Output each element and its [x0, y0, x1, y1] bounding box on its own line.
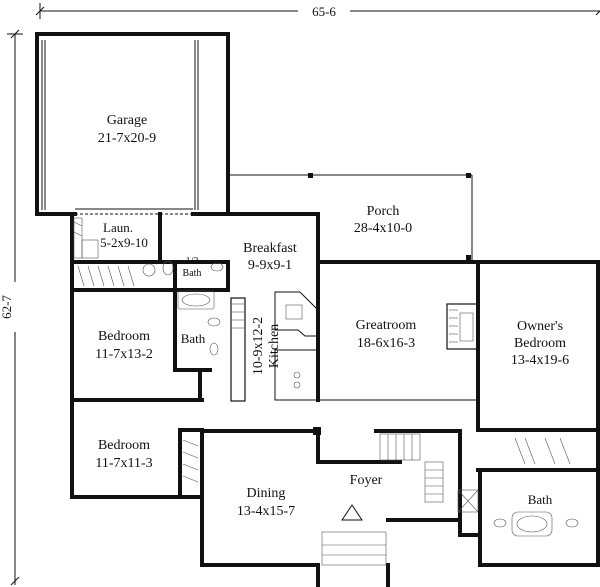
interior-walls — [70, 212, 600, 537]
porch-size: 28-4x10-0 — [354, 221, 412, 236]
kitchen-name: Kitchen — [267, 324, 282, 368]
half-bath-line1: 1/2 — [186, 256, 199, 267]
laundry-size: 5-2x9-10 — [100, 235, 148, 250]
dining-name: Dining — [247, 486, 286, 501]
porch-name: Porch — [367, 204, 400, 219]
owners-bath-name: Bath — [528, 492, 553, 507]
bedroom-2-size: 11-7x11-3 — [95, 456, 152, 471]
bedroom-1-size: 11-7x13-2 — [95, 347, 153, 362]
owners-bedroom-line2: Bedroom — [514, 336, 566, 351]
fixtures — [73, 217, 579, 566]
owners-bedroom-size: 13-4x19-6 — [511, 353, 569, 368]
room-labels: Garage 21-7x20-9 Laun. 5-2x9-10 1/2 Bath… — [95, 113, 569, 519]
owners-bedroom-line1: Owner's — [517, 319, 563, 334]
hall-bath-name: Bath — [181, 331, 206, 346]
bedroom-2-name: Bedroom — [98, 438, 150, 453]
breakfast-name: Breakfast — [243, 241, 297, 256]
foyer-name: Foyer — [350, 473, 383, 488]
laundry-name: Laun. — [103, 220, 133, 235]
garage — [35, 32, 230, 216]
overall-width-label: 65-6 — [312, 4, 336, 19]
breakfast-size: 9-9x9-1 — [248, 258, 292, 273]
overall-depth-label: 62-7 — [0, 295, 14, 319]
dining-size: 13-4x15-7 — [237, 504, 295, 519]
half-bath-line2: Bath — [183, 268, 202, 279]
exterior-walls — [70, 212, 600, 587]
greatroom-size: 18-6x16-3 — [357, 336, 415, 351]
garage-size: 21-7x20-9 — [98, 131, 156, 146]
bedroom-1-name: Bedroom — [98, 329, 150, 344]
width-dimension: 65-6 — [35, 3, 600, 19]
greatroom-name: Greatroom — [356, 318, 417, 333]
kitchen-size: 10-9x12-2 — [251, 317, 266, 375]
depth-dimension: 62-7 — [0, 29, 23, 586]
porch — [228, 173, 473, 262]
garage-name: Garage — [107, 113, 147, 128]
